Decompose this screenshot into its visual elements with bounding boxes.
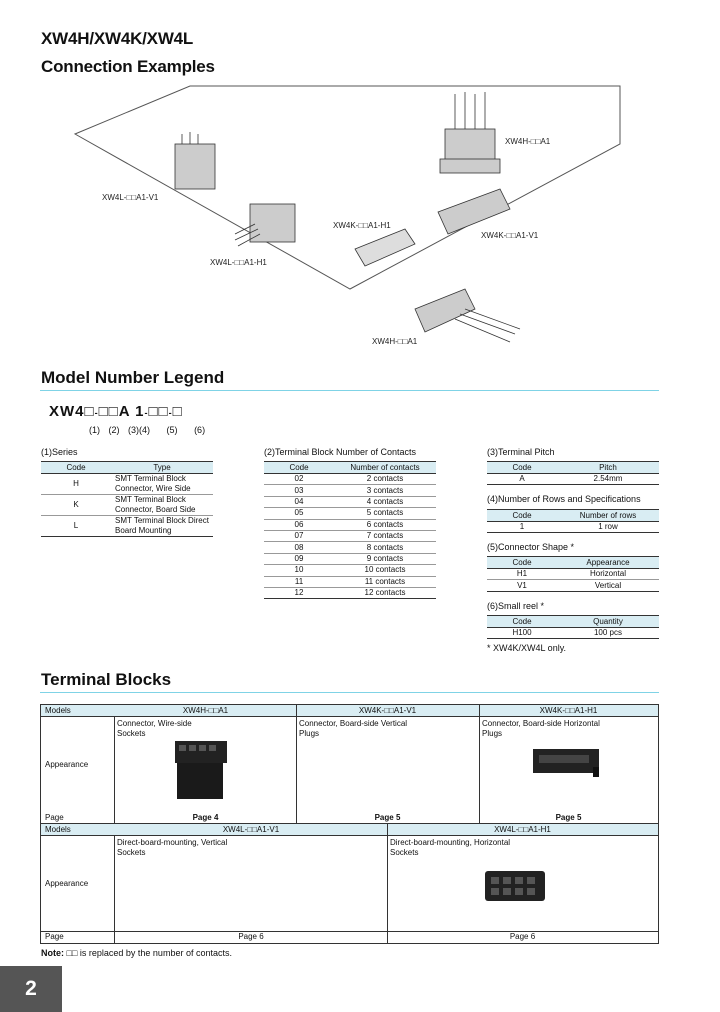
model-positions: (1) (2) (3)(4) (5) (6) xyxy=(89,425,206,435)
appearance-label: Appearance xyxy=(45,760,89,769)
xw4k-h1-plug-image xyxy=(533,749,599,777)
rows-caption: (4)Number of Rows and Specifications xyxy=(487,494,641,504)
desc-xw4k-h1: Connector, Board-side Horizontal Plugs xyxy=(482,719,600,738)
desc-xw4h: Connector, Wire-side Sockets xyxy=(117,719,192,738)
page-link-xw4l-h1[interactable]: Page 6 xyxy=(509,932,536,941)
page-link-xw4l-v1[interactable]: Page 6 xyxy=(238,932,264,941)
appearance-label: Appearance xyxy=(45,879,89,888)
model-xw4h: XW4H-□□A1 xyxy=(182,706,229,715)
model-legend-title: Model Number Legend xyxy=(41,368,225,387)
page-number: 2 xyxy=(0,966,62,1012)
label-xw4h-top: XW4H-□□A1 xyxy=(505,137,551,146)
xw4h-socket-image xyxy=(175,741,227,799)
series-caption: (1)Series xyxy=(41,447,78,457)
contacts-caption: (2)Terminal Block Number of Contacts xyxy=(264,447,417,457)
page-link-xw4k-h1[interactable]: Page 5 xyxy=(555,813,582,822)
xw4h-bottom-connector xyxy=(414,288,521,343)
page-label: Page xyxy=(45,932,64,941)
label-xw4h-bottom: XW4H-□□A1 xyxy=(372,337,418,346)
label-xw4k-v1: XW4K-□□A1-V1 xyxy=(481,231,539,240)
section-rule xyxy=(40,390,659,391)
reel-caption: (6)Small reel * xyxy=(487,601,545,611)
xw4l-vertical-connector xyxy=(174,132,216,190)
xw4l-horizontal-connector xyxy=(234,203,296,247)
note: Note: □□ is replaced by the number of co… xyxy=(41,948,232,958)
series-title: XW4H/XW4K/XW4L xyxy=(41,29,194,48)
desc-xw4l-v1: Direct-board-mounting, Vertical Sockets xyxy=(117,838,228,857)
section-rule xyxy=(40,692,659,693)
label-xw4l-h1: XW4L-□□A1-H1 xyxy=(210,258,267,267)
model-xw4k-v1: XW4K-□□A1-V1 xyxy=(358,706,417,715)
model-xw4l-v1: XW4L-□□A1-V1 xyxy=(222,825,280,834)
page-link-xw4k-v1[interactable]: Page 5 xyxy=(374,813,401,822)
model-xw4k-h1: XW4K-□□A1-H1 xyxy=(539,706,598,715)
pcb-board-outline xyxy=(73,85,621,290)
xw4h-top-connector xyxy=(439,92,501,174)
label-xw4l-v1: XW4L-□□A1-V1 xyxy=(102,193,159,202)
xw4l-h1-socket-image xyxy=(485,871,545,901)
desc-xw4k-v1: Connector, Board-side Vertical Plugs xyxy=(299,719,408,738)
model-string: XW4□-□□A 1-□□-□ xyxy=(49,403,183,420)
pitch-caption: (3)Terminal Pitch xyxy=(487,447,555,457)
model-xw4l-h1: XW4L-□□A1-H1 xyxy=(494,825,551,834)
page-link-xw4h[interactable]: Page 4 xyxy=(192,813,219,822)
xw4k-v1-connector xyxy=(437,188,511,235)
page-label: Page xyxy=(45,813,64,822)
terminal-blocks-title: Terminal Blocks xyxy=(41,670,172,689)
shape-caption: (5)Connector Shape * xyxy=(487,542,575,552)
models-label: Models xyxy=(45,706,71,715)
connection-examples-title: Connection Examples xyxy=(41,57,215,76)
reel-footnote: * XW4K/XW4L only. xyxy=(487,643,567,653)
xw4k-h1-connector xyxy=(354,228,416,267)
models-label: Models xyxy=(45,825,71,834)
desc-xw4l-h1: Direct-board-mounting, Horizontal Socket… xyxy=(390,838,511,857)
terminal-blocks-table: Models XW4H-□□A1 XW4K-□□A1-V1 XW4K-□□A1-… xyxy=(40,704,659,944)
connection-examples-illustration xyxy=(73,85,621,343)
label-xw4k-h1: XW4K-□□A1-H1 xyxy=(333,221,391,230)
